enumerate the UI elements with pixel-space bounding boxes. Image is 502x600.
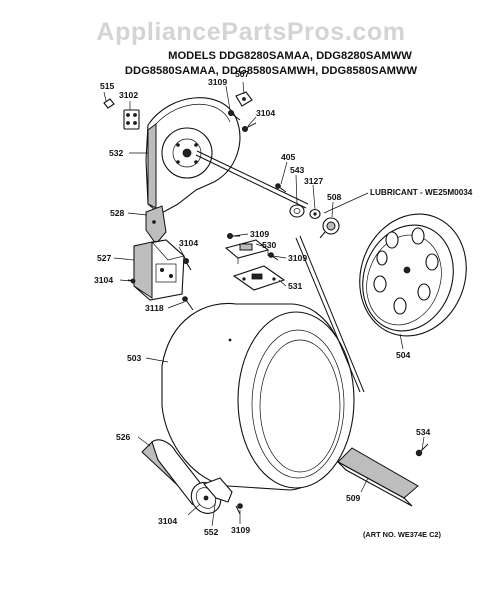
lubricant-note: LUBRICANT - WE25M0034 <box>370 188 473 197</box>
callout-3109-mid[interactable]: 3109 <box>250 229 269 239</box>
part-503-drum[interactable] <box>161 302 355 491</box>
part-543-washer[interactable] <box>289 204 305 218</box>
part-552-bracket[interactable] <box>203 477 233 513</box>
callout-3102[interactable]: 3102 <box>119 90 138 100</box>
drum-shaft <box>195 150 309 209</box>
models-header-line1: MODELS DDG8280SAMAA, DDG8280SAMWW <box>168 50 412 62</box>
part-3104-screw-top[interactable] <box>241 122 257 133</box>
callout-3127[interactable]: 3127 <box>304 176 323 186</box>
part-515-clip[interactable] <box>103 98 115 109</box>
part-3109-screw-mid[interactable] <box>226 232 240 239</box>
callout-552[interactable]: 552 <box>204 527 219 537</box>
leader-lines <box>103 81 425 527</box>
part-3109-screw-mid2[interactable] <box>268 252 279 261</box>
callout-3104-top[interactable]: 3104 <box>256 108 275 118</box>
callout-503[interactable]: 503 <box>127 353 142 363</box>
part-507-bracket[interactable] <box>235 91 253 107</box>
part-3118-screw[interactable] <box>182 296 194 311</box>
part-3127-washer[interactable] <box>309 208 321 220</box>
callout-3118[interactable]: 3118 <box>145 303 164 313</box>
callout-543[interactable]: 543 <box>290 165 305 175</box>
callout-532[interactable]: 532 <box>109 148 124 158</box>
part-3109-screw-top[interactable] <box>227 110 241 121</box>
part-504-drum-head[interactable] <box>343 199 483 351</box>
callout-527[interactable]: 527 <box>97 253 112 263</box>
part-3102-switch[interactable] <box>123 109 140 130</box>
callout-3104-mid[interactable]: 3104 <box>179 238 198 248</box>
part-532-rear-bulkhead[interactable] <box>145 97 241 215</box>
callout-530[interactable]: 530 <box>262 240 277 250</box>
part-508-bearing[interactable] <box>319 217 340 239</box>
models-header-line2: DDG8580SAMAA, DDG8580SAMWH, DDG8580SAMWW <box>125 65 418 77</box>
callout-531[interactable]: 531 <box>288 281 303 291</box>
drive-belt <box>295 235 365 393</box>
art-number: (ART NO. WE374E C2) <box>363 530 442 539</box>
callout-3109-mid2[interactable]: 3109 <box>288 253 307 263</box>
part-3104-screw-mid[interactable] <box>182 257 192 271</box>
part-405-screw[interactable] <box>275 183 287 193</box>
callout-534[interactable]: 534 <box>416 427 431 437</box>
part-3109-screw-bottom[interactable] <box>235 503 243 515</box>
part-527-housing[interactable] <box>133 239 185 301</box>
part-531-plate[interactable] <box>232 265 286 291</box>
callout-504[interactable]: 504 <box>396 350 411 360</box>
part-528-bracket[interactable] <box>145 205 167 245</box>
callout-507[interactable]: 507 <box>235 69 250 79</box>
callout-405[interactable]: 405 <box>281 152 296 162</box>
callout-526[interactable]: 526 <box>116 432 131 442</box>
callout-3109-bottom[interactable]: 3109 <box>231 525 250 535</box>
callout-509[interactable]: 509 <box>346 493 361 503</box>
callout-3104-left[interactable]: 3104 <box>94 275 113 285</box>
part-509-glide[interactable] <box>337 447 419 507</box>
part-3104-screw-left[interactable] <box>127 278 136 284</box>
part-534-screw[interactable] <box>415 443 429 457</box>
callout-528[interactable]: 528 <box>110 208 125 218</box>
callout-3104-bottom[interactable]: 3104 <box>158 516 177 526</box>
callout-508[interactable]: 508 <box>327 192 342 202</box>
watermark-text: AppliancePartsPros.com <box>96 18 405 46</box>
callout-515[interactable]: 515 <box>100 81 115 91</box>
callout-3109-top[interactable]: 3109 <box>208 77 227 87</box>
